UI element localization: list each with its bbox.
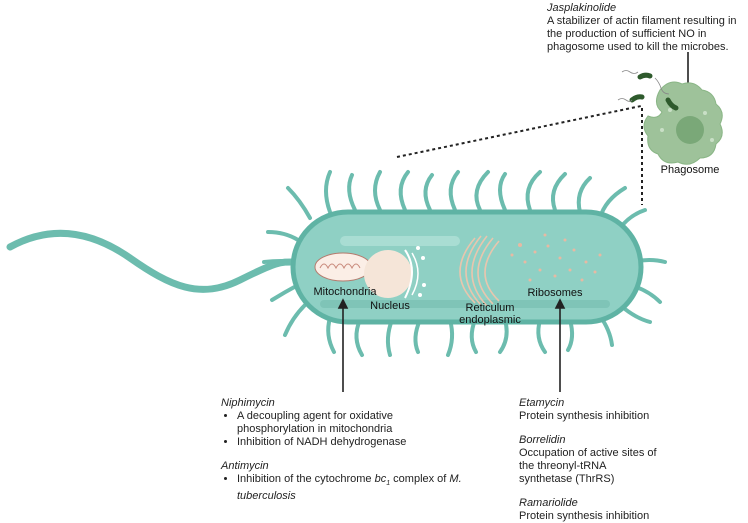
ribosome-targets: Etamycin Protein synthesis inhibition Bo… <box>519 397 739 523</box>
description-line: Protein synthesis inhibition <box>519 410 650 422</box>
microbe-icons <box>629 72 679 111</box>
compound-name: Jasplakinolide <box>547 2 617 14</box>
nucleus-label: Nucleus <box>370 300 410 312</box>
pili <box>262 170 667 357</box>
compound-name: Ramariolide <box>519 497 578 509</box>
description-line: the production of sufficient NO in <box>547 28 707 40</box>
nucleus-icon <box>364 250 412 298</box>
ribosomes-icon <box>510 233 602 282</box>
reticulum-label-line1: Reticulum <box>465 302 515 314</box>
compound-name: Etamycin <box>519 397 565 409</box>
description-line: synthetase (ThrRS) <box>519 473 615 485</box>
ribosomes-label: Ribosomes <box>527 287 583 299</box>
description-line: Occupation of active sites of <box>519 447 657 459</box>
compound-name: Borrelidin <box>519 434 566 446</box>
description-line: A stabilizer of actin filament resulting… <box>547 15 737 27</box>
mitochondria-label: Mitochondria <box>313 286 377 298</box>
description-line: phagosome used to kill the microbes. <box>547 41 729 53</box>
bullet-item: Inhibition of the cytochrome bc1 complex… <box>237 473 521 503</box>
description-line: the threonyl-tRNA <box>519 460 607 472</box>
reticulum-icon <box>459 235 500 307</box>
description-line: Protein synthesis inhibition <box>519 510 650 522</box>
compound-name: Antimycin <box>221 460 269 472</box>
compound-name: Niphimycin <box>221 397 275 409</box>
phagosome-annotation: Jasplakinolide A stabilizer of actin fil… <box>547 2 737 54</box>
bullet-item: Inhibition of NADH dehydrogenase <box>237 436 521 449</box>
phagosome-label: Phagosome <box>660 164 720 176</box>
reticulum-label-line2: endoplasmic <box>459 314 521 326</box>
bullet-item: A decoupling agent for oxidative phospho… <box>237 410 521 436</box>
reticulum-label: Reticulum endoplasmic <box>450 302 530 326</box>
bullet-list: A decoupling agent for oxidative phospho… <box>221 410 521 449</box>
flagellum <box>6 229 304 293</box>
mitochondria-targets: Niphimycin A decoupling agent for oxidat… <box>221 397 521 503</box>
bullet-list: Inhibition of the cytochrome bc1 complex… <box>221 473 521 503</box>
